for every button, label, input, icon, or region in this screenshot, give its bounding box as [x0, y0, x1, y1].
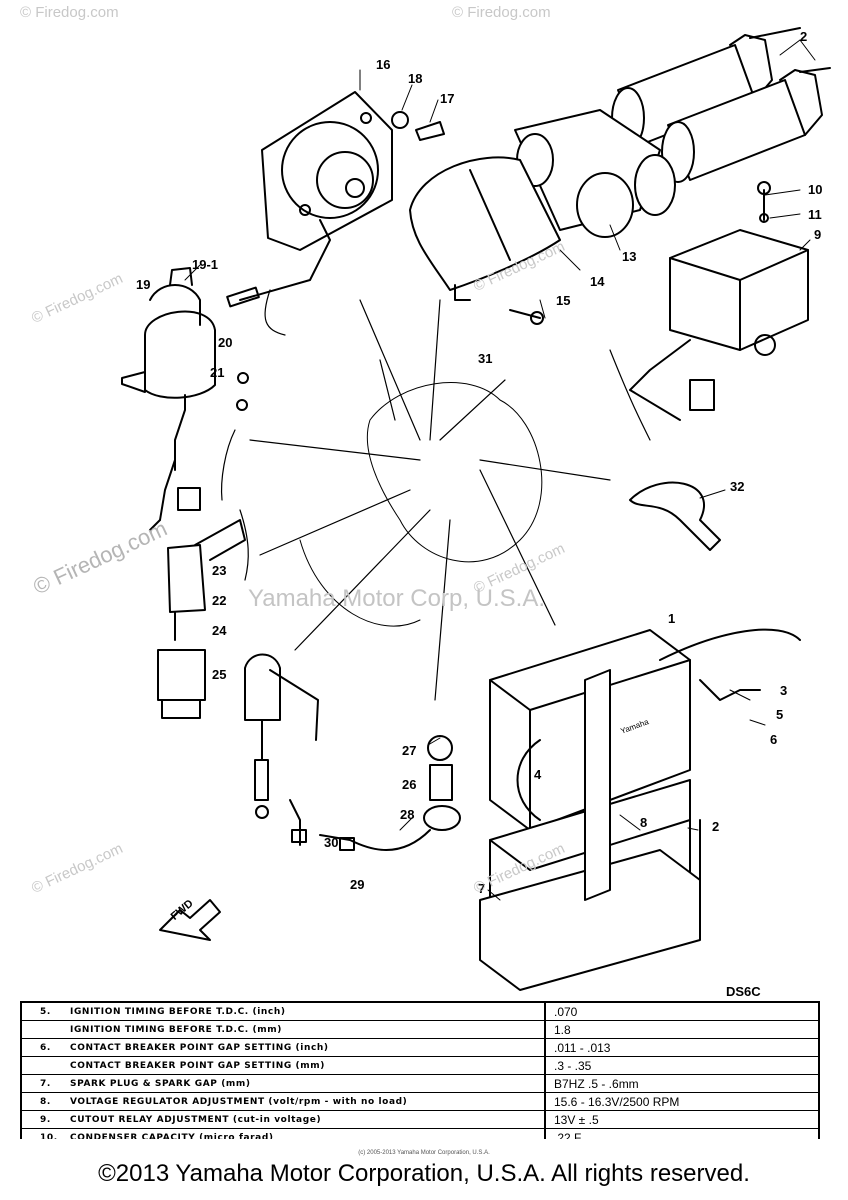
callout-13: 13 — [622, 249, 637, 264]
callout-31: 31 — [478, 351, 493, 366]
callout-3: 3 — [780, 683, 788, 698]
table-row: 7. SPARK PLUG & SPARK GAP (mm) B7HZ .5 -… — [22, 1074, 818, 1093]
table-row: CONTACT BREAKER POINT GAP SETTING (mm) .… — [22, 1056, 818, 1075]
callout-9: 9 — [814, 227, 822, 242]
callout-24: 24 — [212, 623, 227, 638]
screw-part-17 — [415, 121, 445, 141]
callout-30: 30 — [324, 835, 339, 850]
callout-23: 23 — [212, 563, 227, 578]
table-row: 10. CONDENSER CAPACITY (micro farad) .22… — [22, 1128, 818, 1139]
callout-8: 8 — [640, 815, 648, 830]
copyright: ©2013 Yamaha Motor Corporation, U.S.A. A… — [98, 1160, 750, 1187]
table-row: 8. VOLTAGE REGULATOR ADJUSTMENT (volt/rp… — [22, 1092, 818, 1111]
washer-part-27 — [427, 735, 453, 761]
callout-27: 27 — [402, 743, 417, 758]
condenser-part-22 — [157, 519, 246, 719]
callout-29: 29 — [350, 877, 365, 892]
callout-1: 1 — [668, 611, 676, 626]
battery-part-1 — [479, 628, 801, 991]
leader-lines — [220, 289, 651, 701]
callout-32: 32 — [730, 479, 745, 494]
cover-part-14 — [409, 156, 561, 301]
callout-22: 22 — [212, 593, 227, 608]
washer-part-18 — [391, 111, 409, 129]
callout-26: 26 — [402, 777, 417, 792]
callout-16: 16 — [376, 57, 391, 72]
callout-14: 14 — [590, 274, 605, 289]
spec-table: 5. IGNITION TIMING BEFORE T.D.C. (inch) … — [20, 1001, 820, 1139]
callout-11: 11 — [808, 207, 822, 222]
screw-part-15 — [509, 309, 541, 319]
callout-4: 4 — [534, 767, 542, 782]
callout-18: 18 — [408, 71, 423, 86]
plug-cap-part-25 — [244, 653, 319, 819]
copyright-small: (c) 2005-2013 Yamaha Motor Corporation, … — [358, 1150, 490, 1156]
generator-part-16 — [226, 91, 393, 308]
callout-2: 2 — [712, 819, 720, 834]
callout-21: 21 — [210, 365, 225, 380]
ignition-switch-part-19 — [121, 267, 249, 531]
callout-6: 6 — [770, 732, 778, 747]
switch-part-26 — [429, 764, 453, 801]
callout-15: 15 — [556, 293, 571, 308]
callout-17: 17 — [440, 91, 455, 106]
callout-7: 7 — [478, 881, 486, 896]
watermark: © Firedog.com — [452, 4, 551, 21]
table-row: 5. IGNITION TIMING BEFORE T.D.C. (inch) … — [22, 1003, 818, 1021]
model-code: DS6C — [726, 984, 761, 999]
callout-20: 20 — [218, 335, 233, 350]
exploded-parts-diagram — [121, 27, 831, 991]
table-row: 9. CUTOUT RELAY ADJUSTMENT (cut-in volta… — [22, 1110, 818, 1129]
callout-19-1: 19-1 — [192, 257, 219, 272]
strap-part-32 — [629, 481, 721, 551]
callout-25: 25 — [212, 667, 227, 682]
table-row: IGNITION TIMING BEFORE T.D.C. (mm) 1.8 — [22, 1020, 818, 1039]
callout-19: 19 — [136, 277, 151, 292]
fwd-arrow — [159, 899, 221, 941]
regulator-part-9 — [629, 181, 809, 421]
frame-outline — [299, 382, 543, 627]
watermark: © Firedog.com — [20, 4, 119, 21]
callout-28: 28 — [400, 807, 415, 822]
callout-10: 10 — [808, 182, 823, 197]
connector-part-30 — [291, 829, 307, 843]
table-row: 6. CONTACT BREAKER POINT GAP SETTING (in… — [22, 1038, 818, 1057]
watermark-center: Yamaha Motor Corp, U.S.A. — [248, 585, 545, 612]
callout-5: 5 — [776, 707, 784, 722]
callout-2: 2 — [800, 29, 808, 44]
connector-part-29 — [339, 837, 355, 851]
